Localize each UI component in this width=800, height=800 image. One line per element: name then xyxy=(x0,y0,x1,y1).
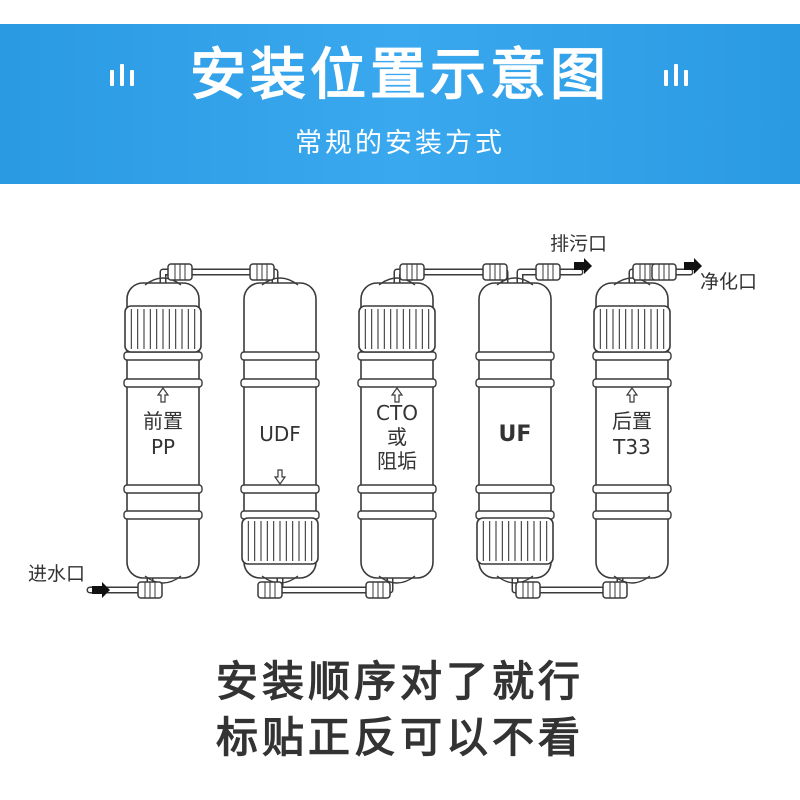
filter-cap-top xyxy=(261,277,299,286)
filter-rib xyxy=(240,351,320,361)
connector-fittings xyxy=(137,263,677,599)
filter-cap-top xyxy=(144,277,182,286)
filter-cap-bottom xyxy=(496,575,534,584)
outlet-arrow-icon xyxy=(684,258,702,274)
filter-label: 阻垢 xyxy=(377,449,417,473)
flow-direction-icon xyxy=(625,386,639,403)
filter-rib xyxy=(357,378,437,388)
filter-2: UDF xyxy=(240,277,320,584)
filter-rib xyxy=(592,510,672,520)
banner-tick-right-1 xyxy=(664,70,668,86)
filter-cap-bottom xyxy=(144,575,182,584)
filter-rib xyxy=(592,351,672,361)
filter-rib xyxy=(357,484,437,494)
filter-rib xyxy=(592,378,672,388)
filter-rib xyxy=(475,484,555,494)
filter-cap-bottom xyxy=(613,575,651,584)
filter-label: PP xyxy=(151,435,175,459)
filter-rib xyxy=(592,484,672,494)
flow-arrows xyxy=(92,258,702,598)
header-banner xyxy=(0,24,800,184)
footer-line-1: 安装顺序对了就行 xyxy=(215,657,584,706)
banner-tick-left-1 xyxy=(110,70,114,86)
footer-line-2: 标贴正反可以不看 xyxy=(215,713,584,762)
filter-cap-bottom xyxy=(378,575,416,584)
filter-4: UF xyxy=(475,277,555,584)
filter-rib xyxy=(123,510,203,520)
banner-tick-left-3 xyxy=(130,70,134,86)
filter-label: 后置 xyxy=(612,409,652,433)
filter-rib xyxy=(357,510,437,520)
drain-label: 排污口 xyxy=(550,233,607,255)
filter-rib xyxy=(123,351,203,361)
filter-label: UF xyxy=(499,422,532,447)
filter-rib xyxy=(240,378,320,388)
filter-label: 前置 xyxy=(143,409,183,433)
outlet-label: 净化口 xyxy=(700,271,757,293)
filter-label: T33 xyxy=(612,435,651,459)
flow-direction-icon xyxy=(273,469,287,486)
filter-rib xyxy=(357,351,437,361)
filter-rib xyxy=(240,484,320,494)
filter-cap-top xyxy=(378,277,416,286)
inlet-arrow-icon xyxy=(92,582,110,598)
banner-tick-left-2 xyxy=(120,64,124,86)
filter-label: CTO xyxy=(376,401,418,425)
filter-rib xyxy=(475,351,555,361)
drain-arrow-icon xyxy=(574,258,592,274)
flow-direction-icon xyxy=(390,386,404,403)
filter-label: UDF xyxy=(259,422,301,446)
inlet-label: 进水口 xyxy=(28,563,85,585)
banner-tick-right-2 xyxy=(674,64,678,86)
filter-rib xyxy=(475,378,555,388)
filter-rib xyxy=(123,378,203,388)
filter-cap-top xyxy=(496,277,534,286)
filter-label: 或 xyxy=(387,425,407,449)
filter-cap-top xyxy=(613,277,651,286)
filter-rib xyxy=(123,484,203,494)
banner-tick-right-3 xyxy=(684,70,688,86)
page-title: 安装位置示意图 xyxy=(190,43,610,108)
flow-direction-icon xyxy=(156,386,170,403)
page-subtitle: 常规的安装方式 xyxy=(295,128,505,159)
